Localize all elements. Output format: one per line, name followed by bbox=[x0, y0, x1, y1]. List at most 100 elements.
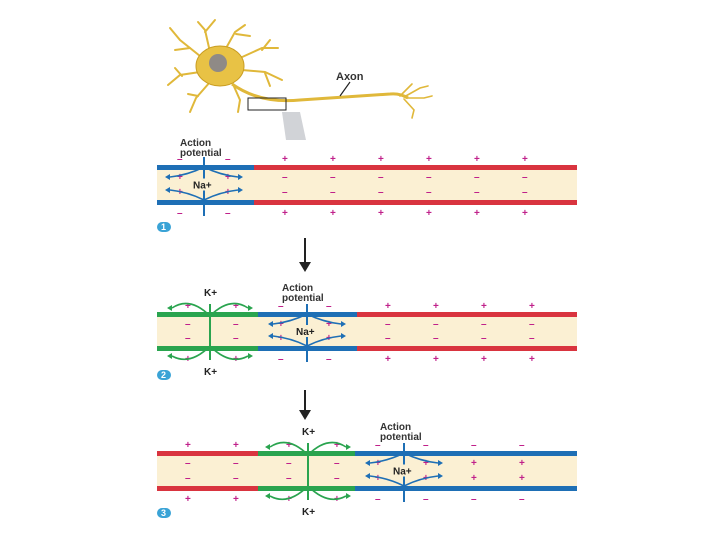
axon-label: Axon bbox=[336, 71, 364, 83]
charge-sign: – bbox=[423, 440, 429, 451]
charge-sign: + bbox=[481, 354, 487, 365]
sodium-flow-arrow bbox=[369, 452, 405, 464]
charge-sign: – bbox=[185, 458, 191, 469]
charge-sign: – bbox=[378, 187, 384, 198]
step-badge bbox=[157, 222, 171, 232]
charge-sign: – bbox=[185, 473, 191, 484]
charge-sign: – bbox=[529, 319, 535, 330]
charge-sign: + bbox=[423, 458, 429, 469]
charge-sign: + bbox=[474, 208, 480, 219]
charge-sign: – bbox=[233, 319, 239, 330]
sodium-flow-arrow bbox=[203, 189, 239, 201]
arrowhead bbox=[167, 305, 172, 311]
charge-sign: + bbox=[185, 440, 191, 451]
arrowhead bbox=[248, 353, 253, 359]
charge-sign: + bbox=[529, 301, 535, 312]
charge-sign: + bbox=[278, 319, 284, 330]
membrane-segment-bottom bbox=[254, 200, 577, 205]
charge-sign: – bbox=[519, 494, 525, 505]
potassium-ion-label: K+ bbox=[302, 507, 315, 518]
arrowhead bbox=[165, 187, 170, 193]
sodium-flow-arrow bbox=[169, 189, 205, 201]
step-badge bbox=[157, 370, 171, 380]
charge-sign: + bbox=[278, 333, 284, 344]
charge-sign: + bbox=[433, 301, 439, 312]
charge-sign: + bbox=[426, 154, 432, 165]
charge-sign: – bbox=[177, 208, 183, 219]
charge-sign: – bbox=[326, 301, 332, 312]
sodium-flow-arrow bbox=[169, 166, 205, 178]
charge-sign: + bbox=[286, 440, 292, 451]
charge-sign: + bbox=[471, 458, 477, 469]
panel-step-1: ––––++++++++++++++++––––––––––––Na+Actio… bbox=[157, 138, 577, 232]
arrowhead bbox=[346, 444, 351, 450]
membrane-segment-top bbox=[157, 451, 258, 456]
neuron-illustration: Axon bbox=[167, 19, 433, 140]
charge-sign: – bbox=[233, 333, 239, 344]
charge-sign: – bbox=[375, 440, 381, 451]
down-arrow-2 bbox=[299, 390, 311, 420]
charge-sign: – bbox=[529, 333, 535, 344]
charge-sign: – bbox=[522, 187, 528, 198]
arrowhead bbox=[238, 174, 243, 180]
axon-cytoplasm bbox=[157, 317, 577, 346]
membrane-segment-bottom bbox=[355, 486, 577, 491]
sodium-flow-arrow bbox=[403, 452, 439, 464]
charge-sign: – bbox=[326, 354, 332, 365]
step-badge bbox=[157, 508, 171, 518]
action-potential-label: Action bbox=[180, 138, 211, 149]
charge-sign: – bbox=[286, 458, 292, 469]
charge-sign: + bbox=[529, 354, 535, 365]
charge-sign: – bbox=[481, 333, 487, 344]
charge-sign: + bbox=[225, 172, 231, 183]
charge-sign: – bbox=[330, 187, 336, 198]
charge-sign: – bbox=[423, 494, 429, 505]
charge-sign: + bbox=[522, 154, 528, 165]
charge-sign: + bbox=[519, 473, 525, 484]
charge-sign: + bbox=[519, 458, 525, 469]
arrowhead bbox=[365, 473, 370, 479]
charge-sign: + bbox=[185, 494, 191, 505]
charge-sign: – bbox=[378, 172, 384, 183]
charge-sign: – bbox=[385, 319, 391, 330]
membrane-segment-bottom bbox=[157, 200, 254, 205]
charge-sign: + bbox=[375, 458, 381, 469]
charge-sign: – bbox=[519, 440, 525, 451]
charge-sign: + bbox=[334, 440, 340, 451]
potassium-ion-label: K+ bbox=[204, 367, 217, 378]
charge-sign: + bbox=[474, 154, 480, 165]
arrowhead bbox=[265, 493, 270, 499]
charge-sign: – bbox=[375, 494, 381, 505]
charge-sign: – bbox=[282, 172, 288, 183]
sodium-flow-arrow bbox=[306, 335, 342, 347]
action-potential-label: potential bbox=[180, 148, 222, 159]
potassium-flow-arrow bbox=[307, 485, 347, 501]
axon-cytoplasm bbox=[157, 456, 577, 486]
arrowhead bbox=[341, 333, 346, 339]
step-number: 3 bbox=[161, 508, 166, 518]
membrane-segment-bottom bbox=[157, 486, 258, 491]
axon-selection-box bbox=[247, 97, 287, 111]
arrowhead bbox=[438, 473, 443, 479]
charge-sign: + bbox=[385, 301, 391, 312]
charge-sign: + bbox=[433, 354, 439, 365]
charge-sign: + bbox=[330, 208, 336, 219]
sodium-flow-arrow bbox=[306, 313, 342, 325]
membrane-segment-top bbox=[357, 312, 577, 317]
sodium-flow-arrow bbox=[272, 313, 308, 325]
axon-cytoplasm bbox=[157, 170, 577, 200]
charge-sign: + bbox=[330, 154, 336, 165]
charge-sign: – bbox=[433, 333, 439, 344]
zoom-indicator bbox=[282, 112, 306, 140]
membrane-segment-top bbox=[254, 165, 577, 170]
charge-sign: – bbox=[233, 473, 239, 484]
arrowhead bbox=[365, 460, 370, 466]
down-arrow-1 bbox=[299, 238, 311, 272]
charge-sign: – bbox=[330, 172, 336, 183]
action-potential-label: Action bbox=[380, 422, 411, 433]
sodium-label-bg bbox=[192, 178, 218, 191]
charge-sign: – bbox=[385, 333, 391, 344]
panel-step-2: ++++––––––––++++++++++++––––––––Na+Actio… bbox=[157, 283, 577, 380]
charge-sign: + bbox=[326, 319, 332, 330]
arrowhead bbox=[268, 333, 273, 339]
